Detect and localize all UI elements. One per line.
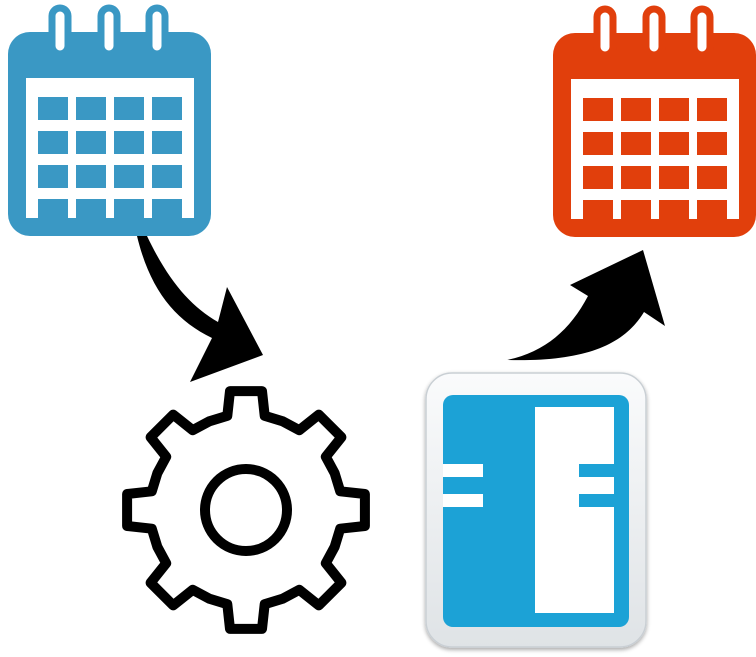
calendar-cell bbox=[76, 131, 106, 154]
calendar-cell bbox=[583, 98, 613, 121]
source-calendar-icon bbox=[8, 4, 211, 236]
calendar-cell bbox=[76, 199, 106, 222]
calendar-cell bbox=[76, 165, 106, 188]
converter-app-icon bbox=[425, 372, 647, 648]
calendar-cell bbox=[38, 199, 68, 222]
calendar-cell bbox=[659, 132, 689, 155]
calendar-cell bbox=[583, 200, 613, 223]
calendar-cell bbox=[76, 97, 106, 120]
calendar-cell bbox=[114, 131, 144, 154]
calendar-cell bbox=[152, 165, 182, 188]
calendar-cell bbox=[659, 166, 689, 189]
calendar-cell bbox=[114, 97, 144, 120]
calendar-cell bbox=[659, 98, 689, 121]
calendar-cell bbox=[697, 166, 727, 189]
target-calendar-icon bbox=[553, 5, 756, 237]
calendar-cell bbox=[621, 98, 651, 121]
calendar-cell bbox=[621, 166, 651, 189]
calendar-cell bbox=[114, 199, 144, 222]
calendar-cell bbox=[152, 199, 182, 222]
gear-icon bbox=[122, 386, 370, 634]
calendar-cell bbox=[621, 200, 651, 223]
calendar-cell bbox=[697, 132, 727, 155]
calendar-cell bbox=[152, 131, 182, 154]
calendar-cell bbox=[697, 200, 727, 223]
calendar-cell bbox=[659, 200, 689, 223]
calendar-cell bbox=[583, 166, 613, 189]
calendar-cell bbox=[583, 132, 613, 155]
calendar-cell bbox=[152, 97, 182, 120]
calendar-cell bbox=[38, 97, 68, 120]
calendar-cell bbox=[621, 132, 651, 155]
calendar-cell bbox=[697, 98, 727, 121]
calendar-cell bbox=[38, 165, 68, 188]
arrow-calendar-to-gear bbox=[137, 236, 263, 382]
calendar-cell bbox=[114, 165, 144, 188]
calendar-cell bbox=[38, 131, 68, 154]
arrow-app-to-calendar bbox=[507, 250, 665, 361]
